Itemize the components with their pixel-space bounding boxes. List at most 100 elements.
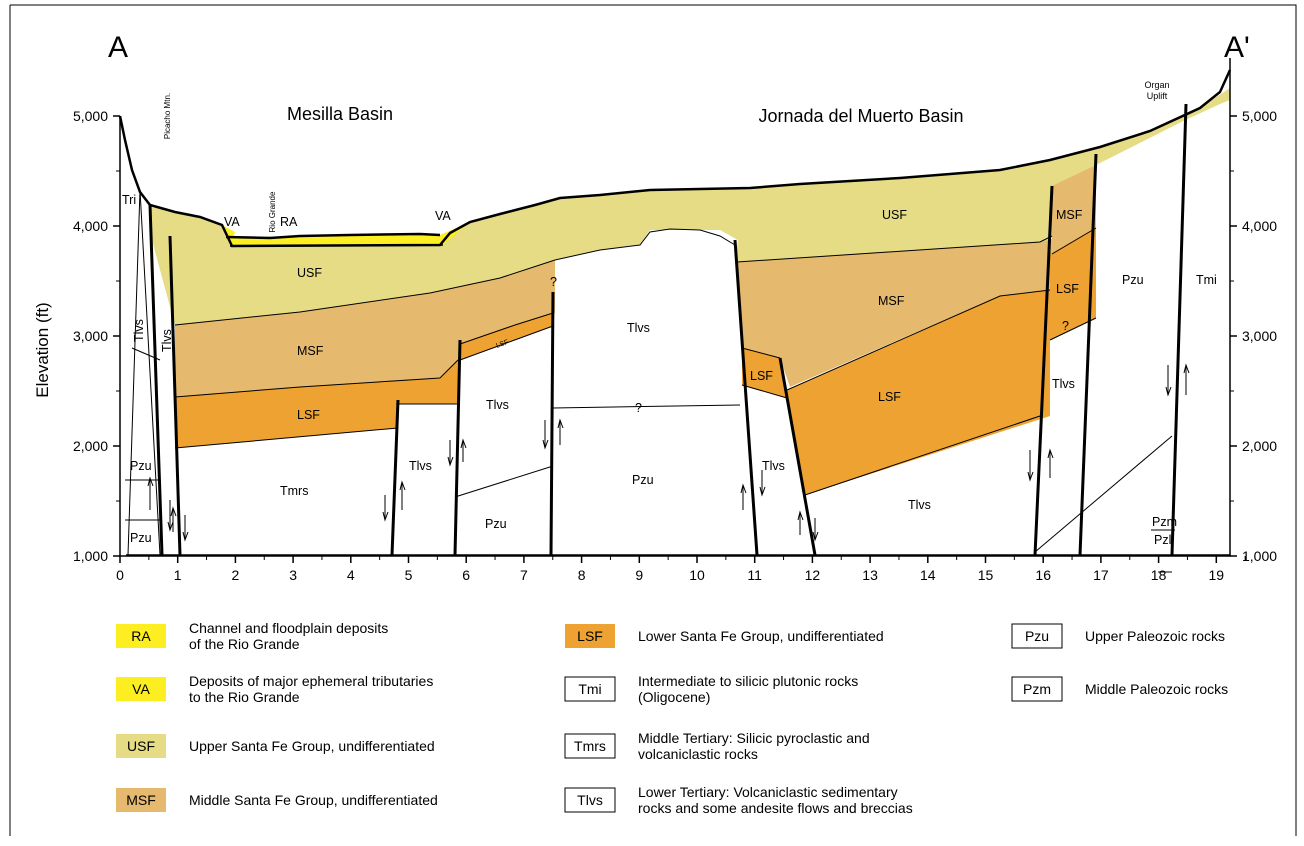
y-tick-label-left: 2,000 [73,438,108,454]
x-tick-label: 7 [520,567,528,583]
x-tick-label: 15 [978,567,994,583]
unit-label-tlvs-e: Tlvs [627,321,650,335]
legend-description: Channel and floodplain deposits [189,620,388,636]
x-tick-label: 1 [174,567,182,583]
y-tick-label-right: 5,000 [1242,108,1277,124]
legend-code: MSF [126,792,156,808]
y-tick-label-right: 3,000 [1242,328,1277,344]
unit-label-tmrs: Tmrs [280,484,308,498]
unit-label-tlvs-c: Tlvs [409,459,432,473]
legend-description: volcaniclastic rocks [638,746,758,762]
x-tick-label: 13 [862,567,878,583]
legend-description: Deposits of major ephemeral tributaries [189,673,433,689]
y-tick-label-left: 4,000 [73,218,108,234]
x-tick-label: 12 [805,567,821,583]
legend-swatch [564,676,616,702]
unit-label-va-left: VA [224,215,240,229]
legend-item-lsf: LSF Lower Santa Fe Group, undifferentiate… [565,624,884,648]
legend-item-tmi: Tmi Intermediate to silicic plutonic rock… [564,673,858,705]
legend-code: LSF [577,628,603,644]
legend-description: Upper Santa Fe Group, undifferentiated [189,738,435,754]
legend-code: Tmi [578,681,601,697]
x-tick-label: 3 [289,567,297,583]
legend-swatch [565,624,615,648]
unit-label-lsf-right: LSF [1056,282,1079,296]
basin-title-mesilla: Mesilla Basin [287,104,393,124]
legend-description: to the Rio Grande [189,689,300,705]
unit-label-pzm: Pzm [1152,515,1177,529]
legend-code: VA [132,681,150,697]
legend-description: Lower Tertiary: Volcaniclastic sedimenta… [638,784,898,800]
legend-item-tmrs: Tmrs Middle Tertiary: Silicic pyroclastic… [564,730,870,762]
y-axis-title: Elevation (ft) [33,302,52,397]
legend-description: Middle Santa Fe Group, undifferentiated [189,792,438,808]
unit-label-lsf-small: LSF [495,339,509,350]
x-tick-label: 19 [1209,567,1225,583]
x-tick-label: 18 [1151,567,1167,583]
legend-description: Intermediate to silicic plutonic rocks [638,673,858,689]
legend-code: RA [131,628,151,644]
unit-label-tlvs-d: Tlvs [486,398,509,412]
x-tick-label: 0 [116,567,124,583]
y-tick-label-right: 1,000 [1242,548,1277,564]
label-uplift: Uplift [1147,91,1168,101]
question-mark-a: ? [550,275,557,289]
y-tick-label-left: 1,000 [73,548,108,564]
x-tick-label: 6 [462,567,470,583]
unit-labels: Tri RA VA VA USF USF MSF MSF MSF LSF LSF… [122,193,1217,547]
lsf-unit-small [460,313,553,360]
unit-label-tlvs-a: Tlvs [132,319,146,342]
y-tick-label-right: 4,000 [1242,218,1277,234]
x-tick-label: 16 [1035,567,1051,583]
legend-swatch [116,624,166,648]
unit-label-tri: Tri [122,193,136,207]
unit-label-lsf-left: LSF [297,408,320,422]
x-tick-label: 2 [232,567,240,583]
legend-swatch [1011,623,1063,649]
label-rio-grande: Rio Grande [268,191,277,232]
unit-label-msf-left: MSF [297,344,324,358]
x-tick-label: 5 [405,567,413,583]
legend-description: Middle Tertiary: Silicic pyroclastic and [638,730,870,746]
y-ticks-left: 5,000 4,000 3,000 2,000 1,000 [73,108,120,564]
legend-item-va: VA Deposits of major ephemeral tributarie… [116,673,433,705]
unit-label-lsf-mid1: LSF [750,369,773,383]
x-tick-label: 11 [747,567,762,583]
msf-unit-far-right [1052,165,1096,254]
msf-unit-right [737,228,1095,387]
y-tick-label-left: 3,000 [73,328,108,344]
x-tick-label: 9 [635,567,643,583]
unit-label-tmi: Tmi [1196,273,1217,287]
legend-swatch [116,734,166,758]
unit-label-tlvs-f: Tlvs [762,459,785,473]
msf-unit-left [175,260,555,397]
unit-label-ra: RA [280,215,298,229]
section-end-a-prime: A' [1224,31,1250,64]
label-organ: Organ [1144,80,1169,90]
legend-description: of the Rio Grande [189,636,300,652]
y-tick-label-left: 5,000 [73,108,108,124]
lsf-unit-far-right [1050,228,1096,340]
section-end-a: A [108,31,128,64]
legend-item-msf: MSF Middle Santa Fe Group, undifferentiat… [116,788,438,812]
legend-code: Pzu [1025,628,1049,644]
unit-label-pzu-b: Pzu [130,531,152,545]
x-tick-label: 8 [578,567,586,583]
unit-label-va-right: VA [435,209,451,223]
unit-label-pzu-e: Pzu [1122,273,1144,287]
va-deposit-right [440,222,470,245]
unit-label-lsf-mid2: LSF [878,390,901,404]
unit-label-tlvs-g: Tlvs [908,498,931,512]
legend-code: Tmrs [574,738,606,754]
legend-description: Lower Santa Fe Group, undifferentiated [638,628,884,644]
legend-swatch [1011,676,1063,702]
unit-label-pzu-d: Pzu [632,473,654,487]
